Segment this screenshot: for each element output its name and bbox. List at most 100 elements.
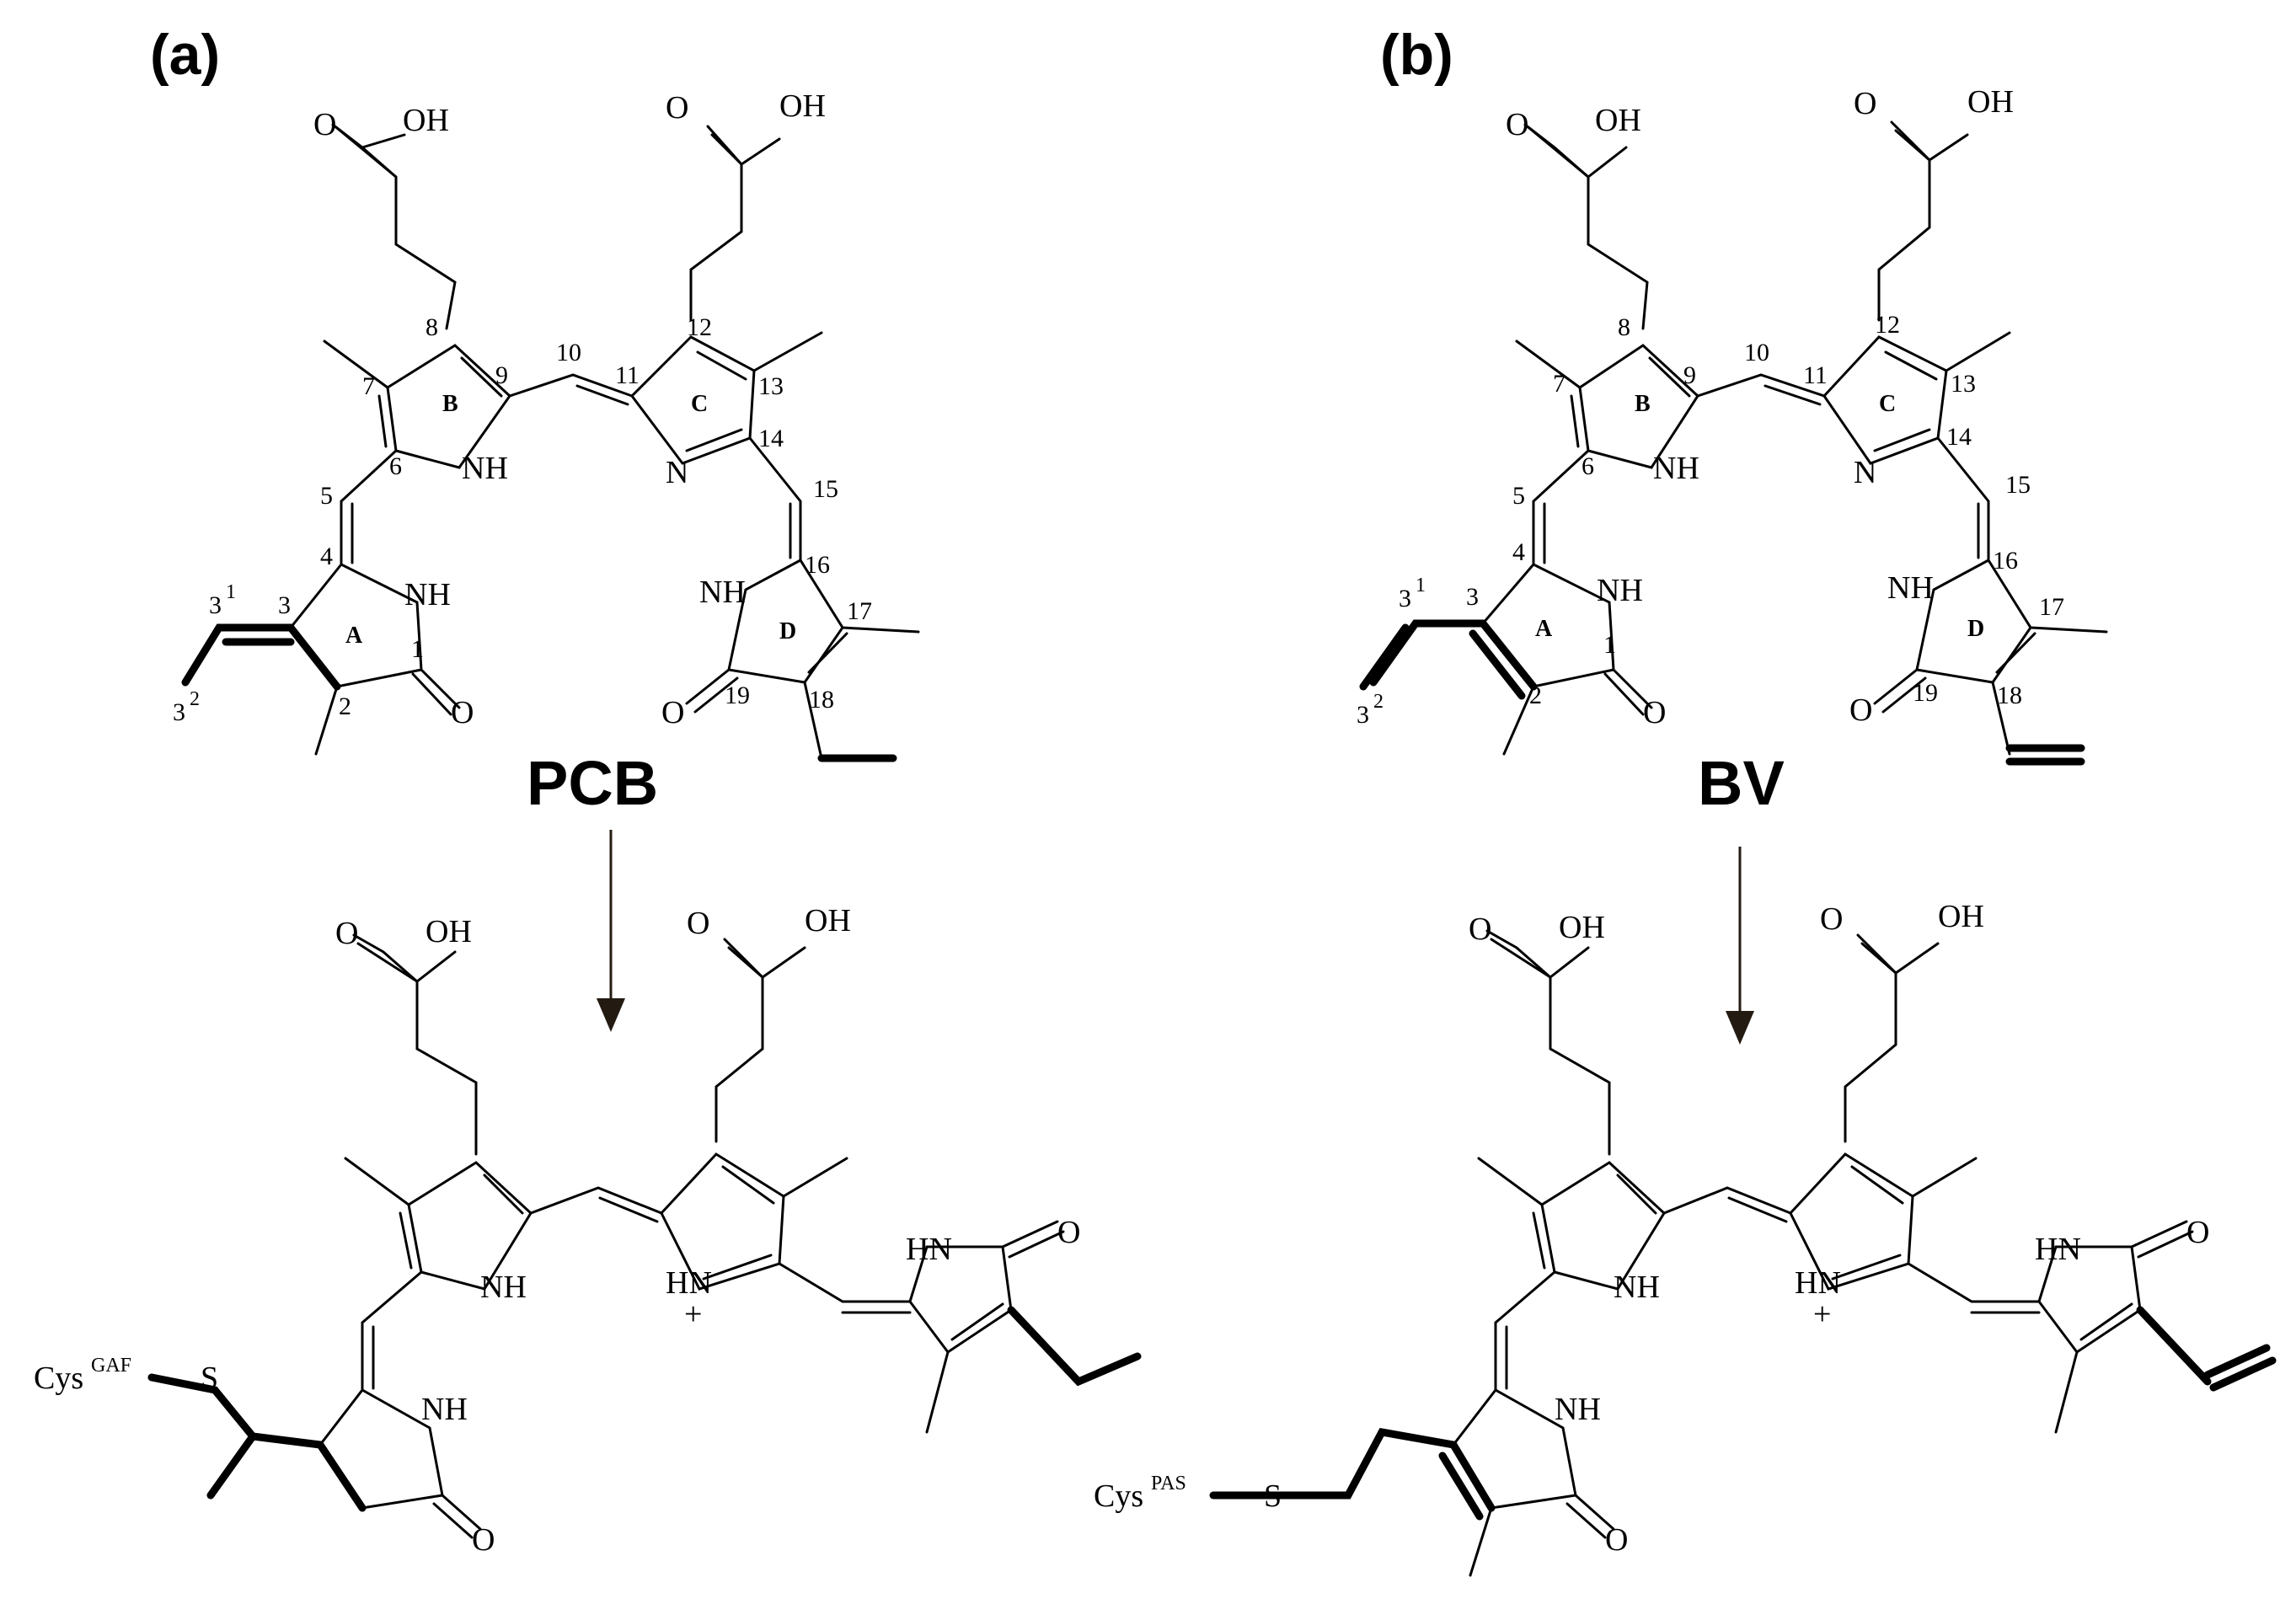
atom-label: N (666, 455, 688, 490)
atom-label: OH (1559, 910, 1605, 945)
vinyl-bond (1438, 1452, 1484, 1521)
atom-label: HN (1795, 1265, 1841, 1301)
position-number: 8 (1618, 313, 1630, 341)
atom-label: O (472, 1522, 495, 1558)
pcb-structure: O OH O OH NH N NH O NH O B C A D 1 2 3 4… (173, 88, 920, 818)
bond (598, 1196, 659, 1223)
atom-label: O (1057, 1215, 1080, 1250)
ethylidene-bond (286, 623, 341, 691)
vinyl-bond (1369, 619, 1487, 687)
atom-label: NH (1597, 573, 1643, 608)
ring-b (407, 1161, 533, 1291)
bond (702, 1254, 773, 1280)
position-number: 17 (2039, 593, 2064, 621)
atom-label: O (2186, 1215, 2209, 1250)
bond (1873, 428, 1931, 452)
thioether-bond (1209, 1428, 1458, 1500)
atom-label: NH (421, 1392, 468, 1427)
thioether-bond (206, 1432, 257, 1500)
bond (361, 1270, 423, 1392)
bond (685, 428, 743, 452)
atom-label: OH (805, 903, 851, 938)
bond (2130, 1220, 2188, 1248)
bond (1894, 942, 1940, 975)
ethyl-bond (1007, 1306, 1142, 1387)
ring-label-a: A (1535, 616, 1553, 642)
vinyl-bond (1449, 1441, 1496, 1512)
ring-a (1481, 563, 1615, 688)
ring-c (660, 1152, 785, 1291)
panel-label-a: (a) (150, 23, 220, 87)
bond (415, 950, 457, 983)
position-number: 6 (1582, 452, 1594, 480)
ring-a (318, 1388, 444, 1510)
position-number: 10 (1744, 339, 1769, 366)
bond (529, 1186, 663, 1215)
bond (1696, 373, 1826, 398)
bond (1881, 676, 1927, 714)
bond (1603, 672, 1645, 716)
bond (331, 123, 457, 330)
bond (778, 1262, 912, 1303)
position-number: 10 (556, 339, 581, 366)
bond (1911, 1157, 1978, 1198)
compound-name-pcb: PCB (527, 748, 658, 818)
ring-a (1452, 1388, 1577, 1510)
atom-label: HN (2035, 1232, 2081, 1267)
position-number: 2 (1529, 682, 1542, 709)
bond (2029, 626, 2108, 634)
atom-label: O (335, 916, 358, 951)
bond (1515, 340, 1582, 389)
ring-d (2037, 1245, 2142, 1355)
cys-residue: Cys (34, 1361, 83, 1396)
cys-superscript: PAS (1151, 1473, 1186, 1494)
vinyl-bond (1469, 629, 1526, 700)
atom-label: O (1854, 86, 1876, 121)
bond (1477, 1157, 1544, 1206)
bond (803, 681, 823, 760)
ethylidene-bond (181, 623, 295, 687)
bond (1995, 632, 2036, 674)
position-number: 7 (362, 372, 375, 400)
position-number: 4 (320, 543, 333, 570)
position-number: 13 (758, 372, 784, 400)
position-superscript: 1 (226, 581, 236, 603)
bond (950, 1302, 1004, 1341)
atom-label: O (1849, 692, 1872, 728)
ring-d (1915, 559, 2032, 684)
atom-label: O (1506, 107, 1528, 142)
ring-a (289, 563, 423, 688)
position-number: 8 (425, 313, 438, 341)
bond (706, 125, 743, 166)
bond (1532, 1211, 1546, 1270)
atom-label: O (1820, 901, 1843, 937)
bond (508, 373, 634, 398)
bond (420, 668, 461, 709)
bond (1565, 1502, 1607, 1539)
bond (2137, 1230, 2194, 1259)
atom-label: N (1854, 455, 1876, 490)
atom-label: + (684, 1297, 702, 1332)
bond (1936, 436, 1990, 562)
bond (807, 632, 848, 674)
bond (1528, 126, 1590, 179)
bond (1844, 942, 1897, 1143)
ring-label-b: B (442, 391, 458, 417)
position-number: 15 (2005, 471, 2031, 499)
position-number: 13 (1951, 370, 1976, 398)
position-number: 3 (1357, 701, 1369, 729)
bond (361, 133, 406, 149)
bond (1662, 1186, 1792, 1215)
atom-label: S (201, 1361, 218, 1396)
bond (1877, 129, 1931, 322)
atom-label: NH (1555, 1392, 1601, 1427)
atom-label: NH (480, 1270, 527, 1305)
bond (1850, 1165, 1904, 1205)
position-number: 16 (1993, 547, 2018, 575)
bond (335, 126, 398, 179)
atom-label: O (1605, 1522, 1628, 1558)
position-number: 4 (1512, 538, 1525, 566)
position-superscript: 1 (1416, 575, 1426, 596)
cys-superscript: GAF (91, 1355, 131, 1377)
ring-label-c: C (691, 391, 708, 417)
